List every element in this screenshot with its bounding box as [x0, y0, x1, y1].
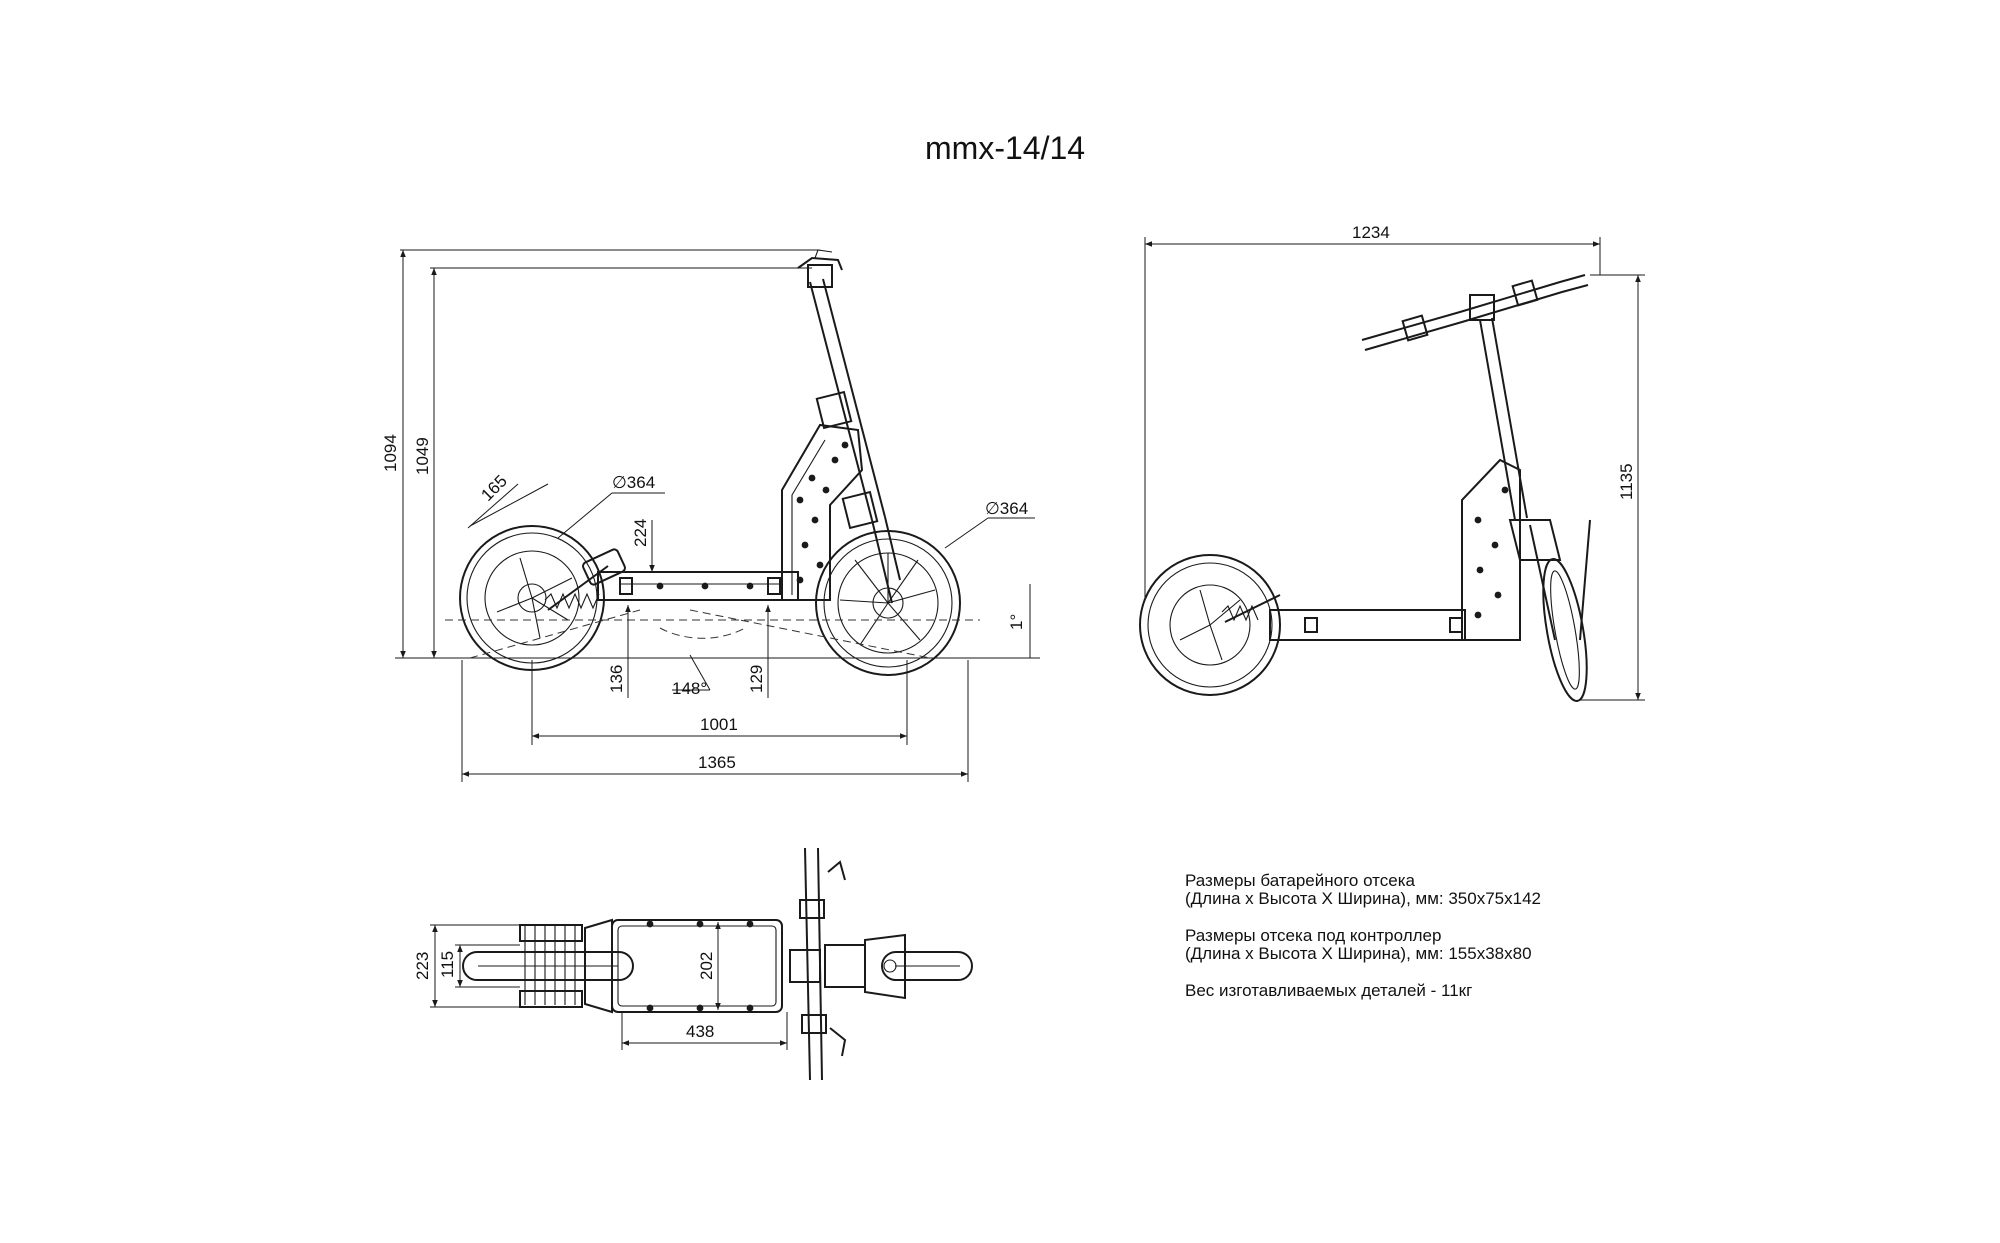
- battery-note-line2: (Длина х Высота Х Ширина), мм: 350х75х14…: [1185, 889, 1541, 908]
- dim-angle-148: 148°: [672, 654, 711, 698]
- dim-total-length: 1365: [461, 660, 969, 782]
- dim-label-1135: 1135: [1617, 463, 1636, 500]
- dim-136: 136: [607, 605, 631, 698]
- controller-note-line2: (Длина х Высота Х Ширина), мм: 155х38х80: [1185, 944, 1532, 963]
- dim-label-148: 148°: [672, 679, 707, 698]
- dim-label-1deg: 1°: [1007, 614, 1026, 630]
- weight-note: Вес изготавливаемых деталей - 11кг: [1185, 981, 1473, 1000]
- dim-label-1234: 1234: [1352, 223, 1390, 242]
- dim-label-1049: 1049: [413, 437, 432, 475]
- dim-label-front-364: ∅364: [985, 499, 1028, 518]
- dim-label-136: 136: [607, 665, 626, 693]
- dim-129: 129: [747, 605, 771, 698]
- dim-label-rear-364: ∅364: [612, 473, 655, 492]
- dim-top-202: 202: [697, 922, 721, 1010]
- dim-handlebar-height: 1049: [413, 267, 812, 658]
- dim-label-438: 438: [686, 1022, 714, 1041]
- rear-wheel: [459, 525, 605, 671]
- frame-bracket: [781, 423, 864, 601]
- side-view: 1094 1049 165 ∅364 ∅364 224: [381, 249, 1040, 782]
- controller-note-line1: Размеры отсека под контроллер: [1185, 926, 1442, 945]
- dim-top-438: 438: [621, 1012, 788, 1050]
- angle-view: 1234 1135: [1139, 223, 1645, 702]
- dim-label-115: 115: [438, 951, 457, 978]
- dim-label-1001: 1001: [700, 715, 738, 734]
- dim-angle-length: 1234: [1144, 223, 1601, 600]
- steering-column: [797, 249, 886, 530]
- top-view: 223 115 202 438: [413, 847, 973, 1081]
- dim-label-223: 223: [413, 952, 432, 980]
- dim-wheelbase: 1001: [531, 660, 908, 745]
- dim-top-223: 223: [413, 924, 520, 1008]
- dim-label-129: 129: [747, 665, 766, 693]
- dim-label-202: 202: [697, 952, 716, 980]
- battery-note-line1: Размеры батарейного отсека: [1185, 871, 1415, 890]
- dim-rear-165: 165: [467, 471, 549, 529]
- dim-rear-diameter: ∅364: [557, 473, 665, 539]
- drawing-title: mmx-14/14: [925, 130, 1085, 166]
- front-wheel: [815, 516, 961, 676]
- dim-label-224: 224: [631, 519, 650, 547]
- dim-label-165: 165: [477, 471, 510, 504]
- dim-front-diameter: ∅364: [944, 499, 1035, 549]
- dim-tilt-1deg: 1°: [1007, 584, 1031, 658]
- dim-total-height: 1094: [381, 249, 820, 658]
- dim-top-115: 115: [438, 944, 520, 988]
- dim-224: 224: [631, 519, 655, 572]
- dim-label-1094: 1094: [381, 434, 400, 472]
- dim-angle-height: 1135: [1580, 274, 1645, 701]
- deck: [597, 571, 799, 601]
- dim-label-1365: 1365: [698, 753, 736, 772]
